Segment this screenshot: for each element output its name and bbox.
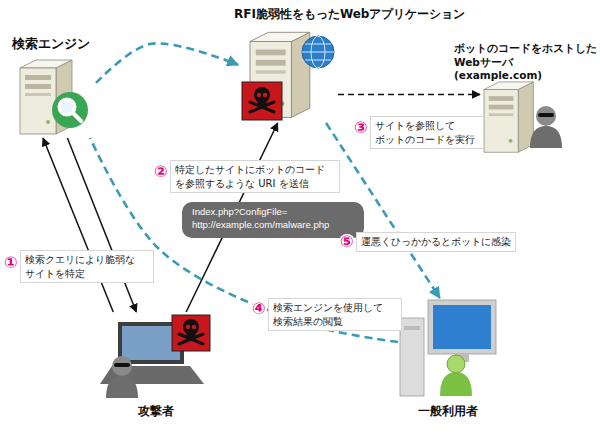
uri-box: Index.php?ConfigFile= http://example.com…	[182, 202, 364, 238]
connector-arrow	[338, 94, 480, 96]
uri-text: Index.php?ConfigFile= http://example.com…	[192, 206, 352, 232]
callout-text: サイトを参照して ボットのコードを実行	[370, 116, 484, 149]
callout-number: ②	[153, 164, 169, 180]
node-title: RFI脆弱性をもったWebアプリケーション	[234, 7, 465, 23]
actor-node: 攻撃者	[100, 312, 212, 400]
callout-number: ④	[251, 301, 267, 317]
server-node: 検索エンジン	[12, 58, 96, 138]
callout-number: ⑤	[339, 234, 355, 250]
node-title: ボットのコードをホストした Webサーバ (example.com)	[454, 42, 596, 83]
node-title: 一般利用者	[378, 404, 518, 420]
connector-arrow	[96, 43, 238, 83]
callout-text: 運悪くひっかかるとボットに感染	[356, 232, 516, 252]
callout-number: ③	[353, 120, 369, 136]
callout-number: ①	[3, 255, 19, 271]
callout-text: 特定したサイトにボットのコード を参照するような URI を送信	[170, 160, 340, 193]
server-node: ボットのコードをホストした Webサーバ (example.com)	[480, 80, 565, 152]
server-node: RFI脆弱性をもったWebアプリケーション	[238, 28, 338, 123]
callout-text: 検索クエリにより脆弱な サイトを特定	[20, 250, 154, 283]
node-title: 検索エンジン	[12, 36, 90, 52]
actor-node: 一般利用者	[398, 298, 498, 398]
connector-arrow	[67, 138, 136, 312]
callout-text: 検索エンジンを使用して 検索結果の閲覧	[268, 298, 402, 331]
node-title: 攻撃者	[80, 404, 232, 420]
